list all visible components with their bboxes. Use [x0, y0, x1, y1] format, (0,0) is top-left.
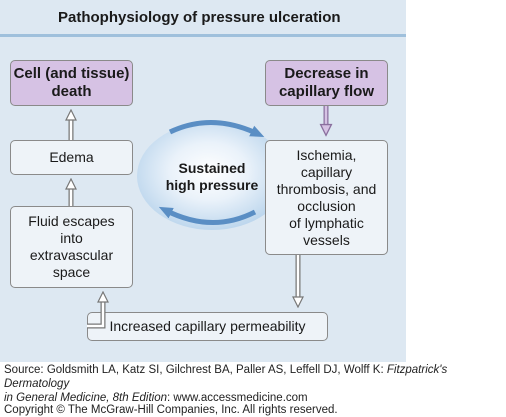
source-book-line2: in General Medicine, 8th Edition: [4, 392, 168, 404]
node-fluid-escapes: Fluid escapes into extravascular space: [10, 206, 133, 288]
arrows-layer: [0, 106, 406, 329]
source-caption: Source: Goldsmith LA, Katz SI, Gilchrest…: [4, 363, 504, 405]
diagram-panel: Pathophysiology of pressure ulceration C…: [0, 0, 406, 362]
node-increased-permeability: Increased capillary permeability: [87, 312, 328, 341]
cycle-arrow-bottom: [158, 206, 257, 225]
title-divider: [0, 34, 406, 37]
node-edema: Edema: [10, 140, 133, 175]
diagram-title: Pathophysiology of pressure ulceration: [58, 9, 341, 26]
title-band: Pathophysiology of pressure ulceration: [0, 0, 406, 34]
copyright-caption: Copyright © The McGraw-Hill Companies, I…: [4, 404, 338, 416]
source-prefix: Source: Goldsmith LA, Katz SI, Gilchrest…: [4, 364, 387, 376]
node-ischemia: Ischemia, capillary thrombosis, and occl…: [265, 140, 388, 255]
node-decrease-capillary-flow: Decrease in capillary flow: [265, 60, 388, 106]
cycle-arrow-top: [168, 120, 265, 138]
source-url: : www.accessmedicine.com: [167, 392, 308, 404]
source-book: Fitzpatrick's Dermatology: [4, 364, 448, 390]
center-label: Sustained high pressure: [165, 160, 259, 193]
arrow-permeability-to-fluid: [87, 297, 103, 329]
node-cell-death: Cell (and tissue) death: [10, 60, 133, 106]
